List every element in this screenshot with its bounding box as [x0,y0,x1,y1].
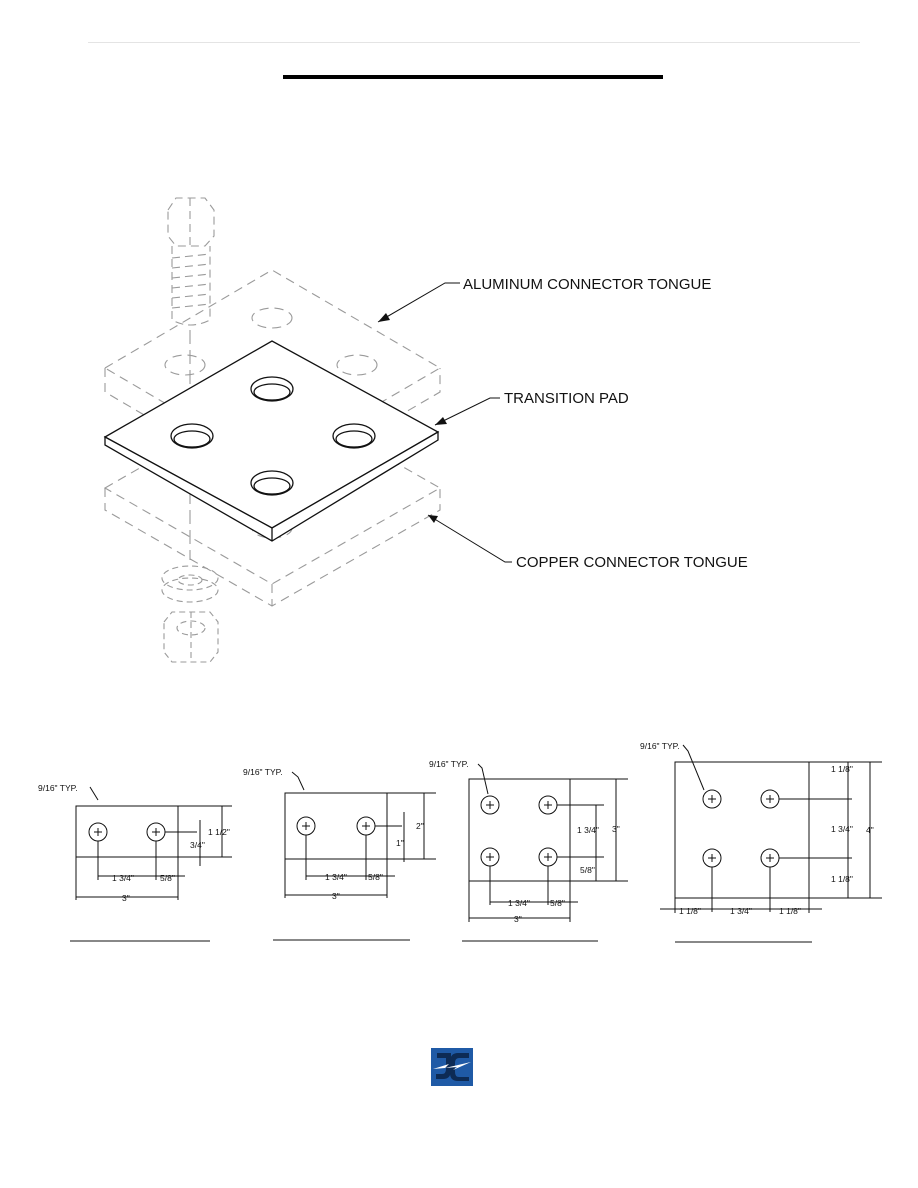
pad1-half-height: 3/4" [190,840,205,850]
pad2-height: 2" [416,821,424,831]
transition-pad-label: TRANSITION PAD [504,390,629,407]
header-rule [88,42,860,43]
hex-nut [163,611,219,663]
pad3-spacing: 1 3/4" [508,898,530,908]
copper-tongue-label: COPPER CONNECTOR TONGUE [516,554,748,571]
pad2-edge: 5/8" [368,872,383,882]
hex-bolt [167,197,215,560]
pad2-hole-note: 9/16" TYP. [243,767,283,777]
pad4-edge-left: 1 1/8" [679,906,701,916]
pad-detail-2-hole-1-5 [70,786,232,942]
exploded-assembly-drawing: ALUMINUM CONNECTOR TONGUE TRANSITION PAD… [103,197,748,663]
pad4-v-spacing: 1 3/4" [831,824,853,834]
pad-detail-2-hole-2 [273,771,436,941]
pad3-v-spacing: 1 3/4" [577,825,599,835]
pad3-width: 3" [514,914,522,924]
pad3-edge: 5/8" [550,898,565,908]
pad4-edge-right: 1 1/8" [779,906,801,916]
washer [161,565,219,603]
transition-pad [103,340,440,542]
title-underline [283,75,663,79]
jc-logo-icon [431,1048,473,1086]
pad4-hole-note: 9/16" TYP. [640,741,680,751]
pad3-height: 3" [612,824,620,834]
aluminum-tongue-label: ALUMINUM CONNECTOR TONGUE [463,276,711,293]
pad4-v-bottom: 1 1/8" [831,874,853,884]
pad2-spacing: 1 3/4" [325,872,347,882]
pad1-width: 3" [122,893,130,903]
pad-detail-views: 9/16" TYP. 1 3/4" 5/8" 3" 1 1/2" 3/4" 9/… [38,741,882,943]
pad1-height: 1 1/2" [208,827,230,837]
pad1-spacing: 1 3/4" [112,873,134,883]
pad3-v-edge: 5/8" [580,865,595,875]
pad4-height: 4" [866,825,874,835]
pad3-hole-note: 9/16" TYP. [429,759,469,769]
pad2-width: 3" [332,891,340,901]
pad4-v-top: 1 1/8" [831,764,853,774]
pad1-hole-note: 9/16" TYP. [38,783,78,793]
pad2-half-height: 1" [396,838,404,848]
pad-detail-4-hole-3 [462,763,628,942]
pad4-spacing: 1 3/4" [730,906,752,916]
pad1-edge: 5/8" [160,873,175,883]
pad-detail-4-hole-4 [660,744,882,943]
